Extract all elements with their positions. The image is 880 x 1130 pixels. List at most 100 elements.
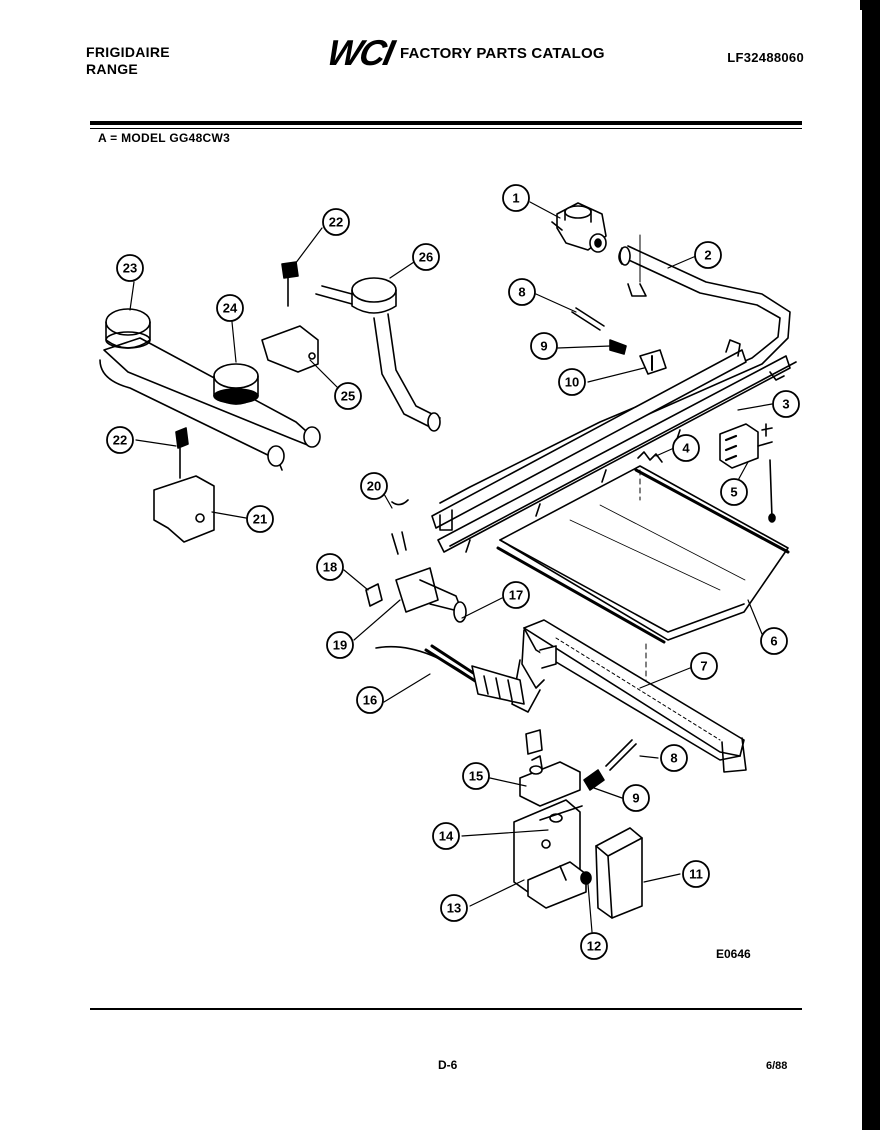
callout-circle <box>682 860 710 888</box>
footer-rule <box>90 1008 802 1010</box>
model-line: A = MODEL GG48CW3 <box>98 131 231 145</box>
igniter-switch <box>375 644 525 705</box>
callout-number: 13 <box>447 901 461 916</box>
callout-26: 26 <box>412 243 440 271</box>
callout-23: 23 <box>116 254 144 282</box>
callout-9: 9 <box>530 332 558 360</box>
document-number: LF32488060 <box>727 50 804 65</box>
scan-border-top <box>860 0 880 10</box>
callout-11: 11 <box>682 860 710 888</box>
callout-number: 1 <box>512 191 519 206</box>
gas-manifold <box>439 234 791 515</box>
callout-1: 1 <box>502 184 530 212</box>
burner-support-rail <box>431 339 797 553</box>
callout-number: 7 <box>700 659 707 674</box>
brand-name: FRIGIDAIRE <box>86 44 170 60</box>
callout-circle <box>720 478 748 506</box>
callout-circle <box>106 426 134 454</box>
catalog-date: 6/88 <box>766 1060 788 1072</box>
catalog-header: WCI FACTORY PARTS CATALOG <box>324 32 605 73</box>
header-rule-thin <box>90 128 802 129</box>
callout-12: 12 <box>580 932 608 960</box>
callout-circle <box>462 762 490 790</box>
burner-valve <box>365 499 467 623</box>
callout-number: 24 <box>223 301 238 316</box>
callout-circle <box>502 184 530 212</box>
callout-20: 20 <box>360 472 388 500</box>
callout-7: 7 <box>690 652 718 680</box>
callout-number: 22 <box>329 215 343 230</box>
callout-circle <box>694 241 722 269</box>
product-type: RANGE <box>86 61 139 77</box>
callout-leaders <box>129 201 773 933</box>
callout-circle <box>322 208 350 236</box>
callout-24: 24 <box>216 294 244 322</box>
callout-3: 3 <box>772 390 800 418</box>
callout-circle <box>326 631 354 659</box>
callout-circle <box>530 332 558 360</box>
callout-number: 5 <box>730 485 737 500</box>
callout-4: 4 <box>672 434 700 462</box>
figure-code: E0646 <box>716 947 751 961</box>
callout-number: 18 <box>323 560 337 575</box>
callout-number: 26 <box>419 250 433 265</box>
igniter-module <box>580 827 643 919</box>
upper-orifice-assembly <box>571 307 667 375</box>
callout-9: 9 <box>622 784 650 812</box>
callout-22: 22 <box>106 426 134 454</box>
callout-25: 25 <box>334 382 362 410</box>
callout-number: 4 <box>682 441 690 456</box>
callout-number: 10 <box>565 375 579 390</box>
callout-8: 8 <box>660 744 688 772</box>
callout-16: 16 <box>356 686 384 714</box>
callout-circle <box>440 894 468 922</box>
callout-number: 9 <box>632 791 639 806</box>
callout-circle <box>580 932 608 960</box>
callout-circle <box>660 744 688 772</box>
callout-number: 17 <box>509 588 523 603</box>
callout-number: 19 <box>333 638 347 653</box>
callout-circle <box>672 434 700 462</box>
callout-circle <box>760 627 788 655</box>
callout-number: 11 <box>689 867 703 882</box>
callout-number: 8 <box>518 285 525 300</box>
callout-number: 23 <box>123 261 137 276</box>
header-rule-thick <box>90 121 802 125</box>
callout-circle <box>772 390 800 418</box>
top-burner-center <box>213 363 259 405</box>
callout-number: 16 <box>363 693 377 708</box>
scan-border-right <box>862 0 880 1130</box>
callout-number: 3 <box>782 397 789 412</box>
lower-orifice-assembly <box>519 729 637 807</box>
igniter-bracket <box>513 799 587 909</box>
callout-number: 8 <box>670 751 677 766</box>
oven-thermostat <box>719 423 776 523</box>
oven-burner <box>511 619 747 773</box>
callout-number: 6 <box>770 634 777 649</box>
top-burner-right <box>315 277 441 432</box>
callout-circle <box>356 686 384 714</box>
catalog-title: FACTORY PARTS CATALOG <box>399 44 605 62</box>
burner-brackets <box>153 261 319 543</box>
spring-clip <box>637 451 663 463</box>
pressure-regulator <box>551 202 607 253</box>
callout-circle <box>412 243 440 271</box>
callout-circle <box>246 505 274 533</box>
callout-2: 2 <box>694 241 722 269</box>
callout-8: 8 <box>508 278 536 306</box>
callout-circle <box>316 553 344 581</box>
callout-13: 13 <box>440 894 468 922</box>
callout-21: 21 <box>246 505 274 533</box>
callout-15: 15 <box>462 762 490 790</box>
callout-circle <box>622 784 650 812</box>
callout-22: 22 <box>322 208 350 236</box>
callout-number: 12 <box>587 939 601 954</box>
callout-circle <box>432 822 460 850</box>
callout-circle <box>508 278 536 306</box>
page-number: D-6 <box>438 1058 458 1072</box>
top-burner-left <box>99 308 321 471</box>
callout-bubbles: 1234567889910111213141516171819202122222… <box>106 184 800 960</box>
burner-baffle <box>496 465 790 691</box>
